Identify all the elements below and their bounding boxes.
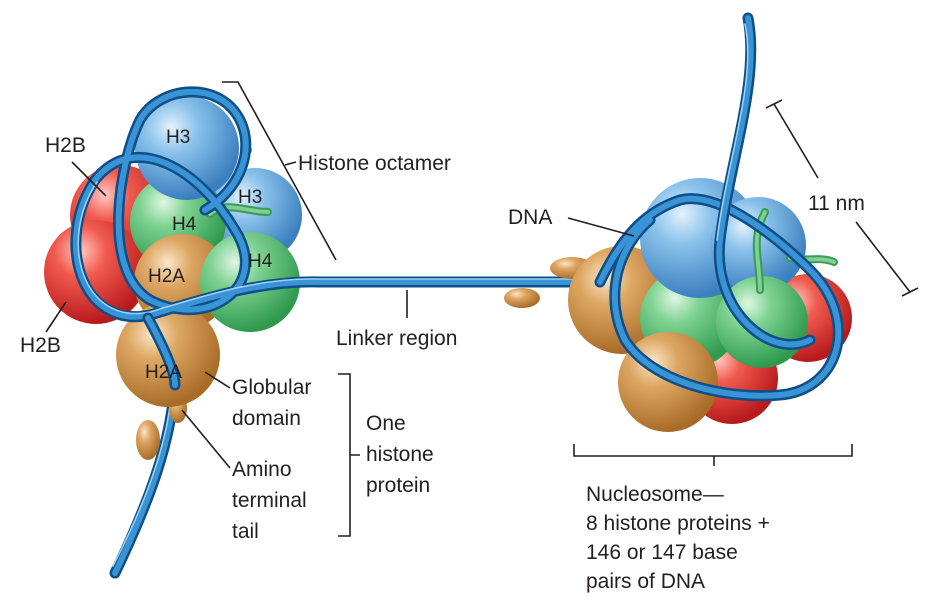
label-amino-tail: Amino terminal tail [232,458,313,543]
label-one-histone: One histone protein [366,412,440,497]
label-h4-second: H4 [248,251,273,272]
bracket-nucleosome [573,444,853,466]
label-amino-tail-line2: terminal [232,489,307,512]
label-one-histone-line2: histone [366,443,434,466]
label-h3-top: H3 [166,127,190,148]
scale-11nm [765,99,919,297]
left-nucleosome: H3 H3 H4 H4 H2A H2A [44,86,606,579]
label-h2b-bottom: H2B [20,334,61,357]
leader-amino-tail [181,409,231,469]
leader-globular-domain [204,371,231,389]
label-h2b-top: H2B [45,134,86,157]
label-11nm: 11 nm [808,192,865,215]
label-globular-domain: Globular domain [232,376,317,430]
histone-h3-front [135,96,239,200]
label-nucleosome-line1: Nucleosome— [586,483,724,506]
bracket-one-histone [338,373,360,537]
histone-h4-front [200,232,300,332]
dna-wrap-left [70,86,606,391]
label-h2a-upper: H2A [148,266,185,287]
label-one-histone-line1: One [366,412,406,435]
label-nucleosome: Nucleosome— 8 histone proteins + 146 or … [586,483,776,593]
label-amino-tail-line1: Amino [232,458,292,481]
linker-blob-lower [504,288,540,308]
label-one-histone-line3: protein [366,474,430,497]
label-nucleosome-line4: pairs of DNA [586,570,705,593]
dna-wrap-right [594,12,844,402]
dna-lower-tail [109,374,181,579]
label-h4-first: H4 [172,214,197,235]
label-dna: DNA [508,206,552,229]
label-nucleosome-line2: 8 histone proteins + [586,512,770,535]
leader-histone-octamer [284,161,297,166]
label-globular-domain-line2: domain [232,407,301,430]
label-globular-domain-line1: Globular [232,376,311,399]
right-nucleosome [568,12,852,432]
label-h2a-lower: H2A [145,362,182,383]
label-h3-second: H3 [238,187,262,208]
amino-tail-blob [136,420,160,460]
leader-h2b-bottom [45,301,67,333]
label-nucleosome-line3: 146 or 147 base [586,541,738,564]
label-histone-octamer: Histone octamer [298,152,451,175]
leader-h2b-top [71,161,107,197]
bracket-histone-octamer [222,81,337,261]
leader-dna [567,217,635,237]
label-linker-region: Linker region [336,327,457,350]
label-amino-tail-line3: tail [232,520,259,543]
